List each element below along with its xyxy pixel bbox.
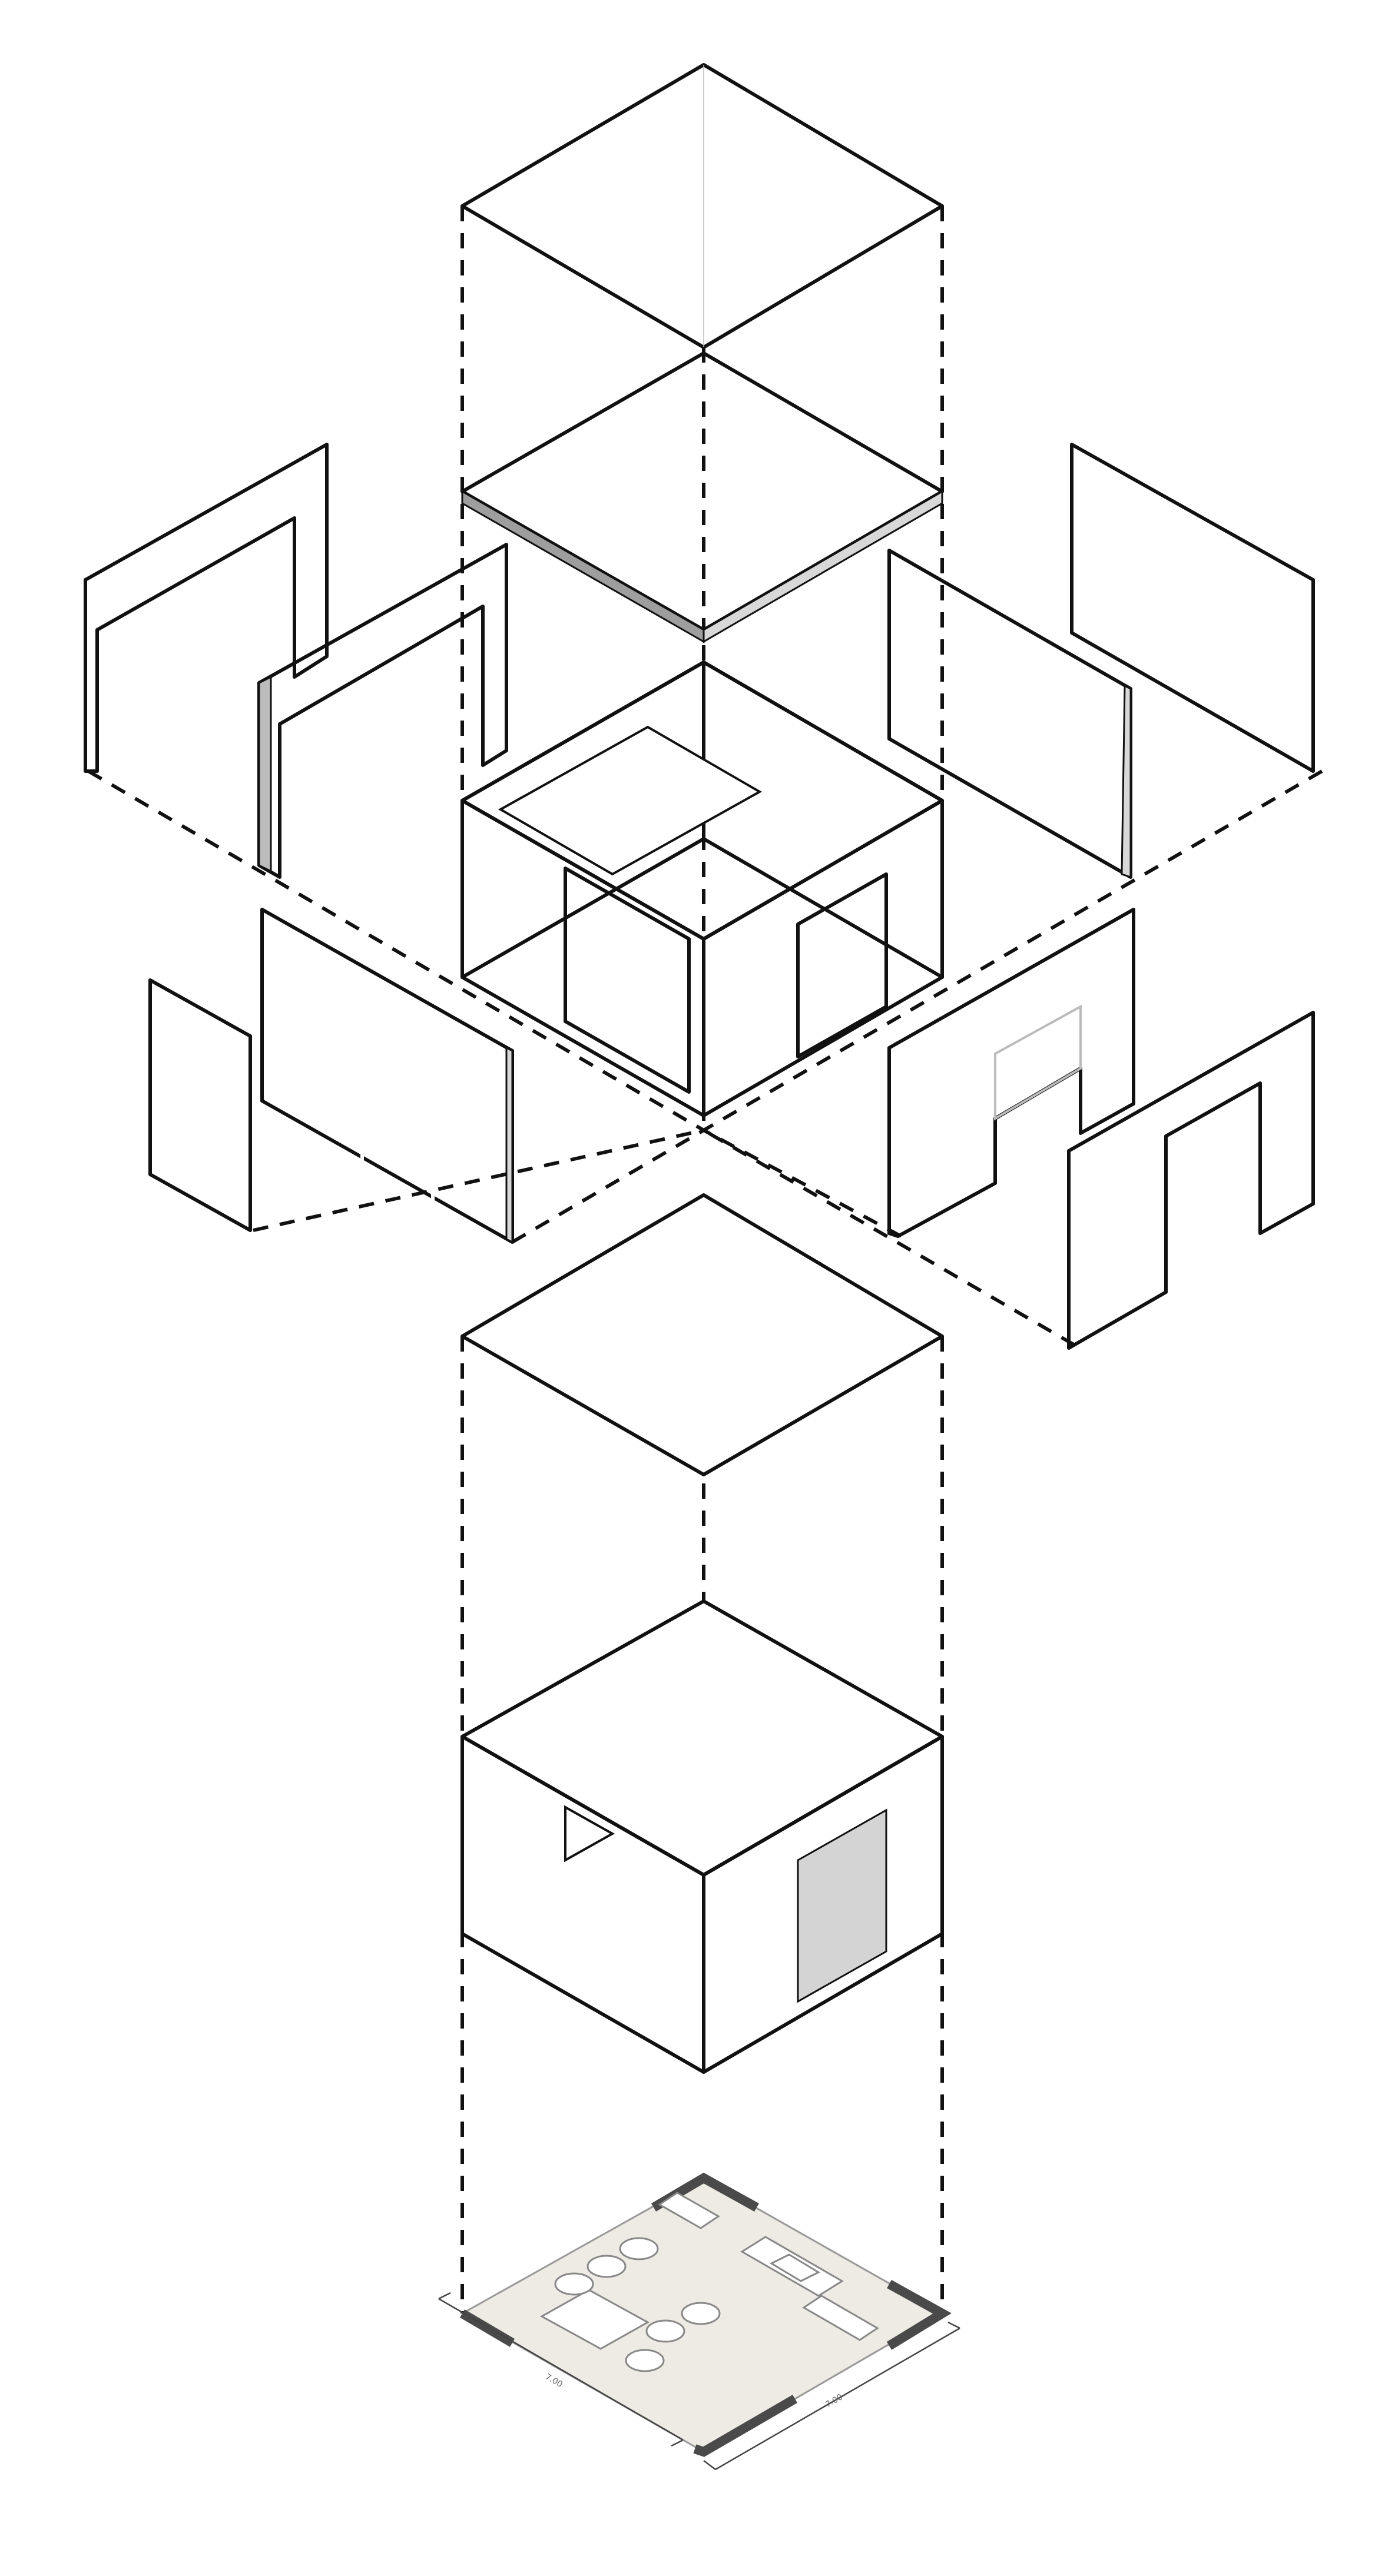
worktop (802, 2295, 879, 2341)
assembled-volume-left-face (460, 1735, 705, 2074)
upper-left-inner-wall-depth (258, 675, 272, 873)
assembled-volume-right-face (702, 1735, 944, 2074)
lower-left-glazed-wall-face (260, 908, 514, 1244)
dimension-line-front-left (438, 2298, 684, 2441)
dimension-tick (947, 2321, 960, 2329)
floor-slab (460, 1193, 944, 1476)
lower-left-glazed-wall (260, 908, 514, 1244)
upper-left-inner-wall-frame (257, 543, 508, 879)
guide-diagonal-lower-right (703, 1128, 902, 1238)
guide-diagonal-upper-left (87, 769, 705, 1132)
dining-chair (625, 2349, 665, 2372)
dimension-label-front-right: 7.00 (824, 2392, 844, 2409)
floor-plan-wall-right (886, 2280, 952, 2350)
lower-right-outer-wall-shape (1067, 1011, 1315, 1350)
lower-left-glazed-wall-depth (505, 1046, 513, 1244)
dining-chair (619, 2237, 659, 2260)
guide-diagonal-lower-left (253, 1128, 704, 1232)
open-box-door-opening (796, 872, 888, 1058)
ceiling-slab (460, 351, 944, 643)
lower-right-door-wall (887, 908, 1135, 1238)
lower-right-door-wall-shape (887, 908, 1135, 1238)
floor-plan-wall-front (693, 2395, 798, 2457)
upper-left-outer-wall-frame (84, 443, 329, 773)
dimension-tick (438, 2292, 451, 2300)
roof-panel (460, 63, 944, 349)
upper-right-inner-wall-depth (1121, 684, 1132, 879)
guide-diagonal-lower-right-2 (703, 1128, 1076, 1347)
ceiling-slab-edge-left (461, 490, 705, 643)
dimension-tick (703, 2460, 716, 2470)
open-box-window-opening (564, 867, 691, 1094)
floor-slab-face (460, 1193, 944, 1476)
assembled-volume (460, 1599, 944, 2074)
dining-chair (681, 2302, 721, 2325)
ceiling-slab-edge-right (703, 490, 943, 643)
floor-plan (459, 2172, 952, 2457)
upper-left-outer-wall-shape (84, 443, 329, 773)
assembled-volume-window (564, 1805, 615, 1863)
dimension-line-front-right (715, 2327, 960, 2471)
dining-chair (587, 2255, 627, 2278)
upper-right-inner-wall-panel (887, 549, 1132, 879)
lower-right-outer-wall-frame (1067, 1011, 1315, 1350)
open-wall-box (460, 660, 944, 1117)
open-box-inner-opening (498, 725, 763, 876)
lower-right-door-frame (994, 1004, 1082, 1121)
upper-right-outer-wall-panel (1070, 443, 1315, 773)
guide-diagonal-upper-right (703, 769, 1323, 1132)
upper-right-inner-wall-face (887, 549, 1132, 879)
upper-right-outer-wall-face (1070, 443, 1315, 773)
roof-panel-face (460, 63, 944, 349)
guide-diagonal-lower-left-2 (511, 1128, 705, 1244)
floor-plan-wall-left (459, 2309, 515, 2347)
dimension-label-front-left: 7.00 (544, 2372, 564, 2389)
dining-chair (554, 2272, 594, 2296)
assembled-volume-door (797, 1808, 887, 2003)
dimension-tick (671, 2439, 684, 2447)
cooktop (658, 2192, 720, 2229)
lower-left-outer-panel-face (148, 978, 252, 1232)
dining-chair (645, 2319, 685, 2343)
open-box-top-rim (460, 660, 944, 941)
sink (769, 2253, 821, 2282)
dining-table (539, 2289, 650, 2350)
lower-left-outer-panel (148, 978, 252, 1232)
